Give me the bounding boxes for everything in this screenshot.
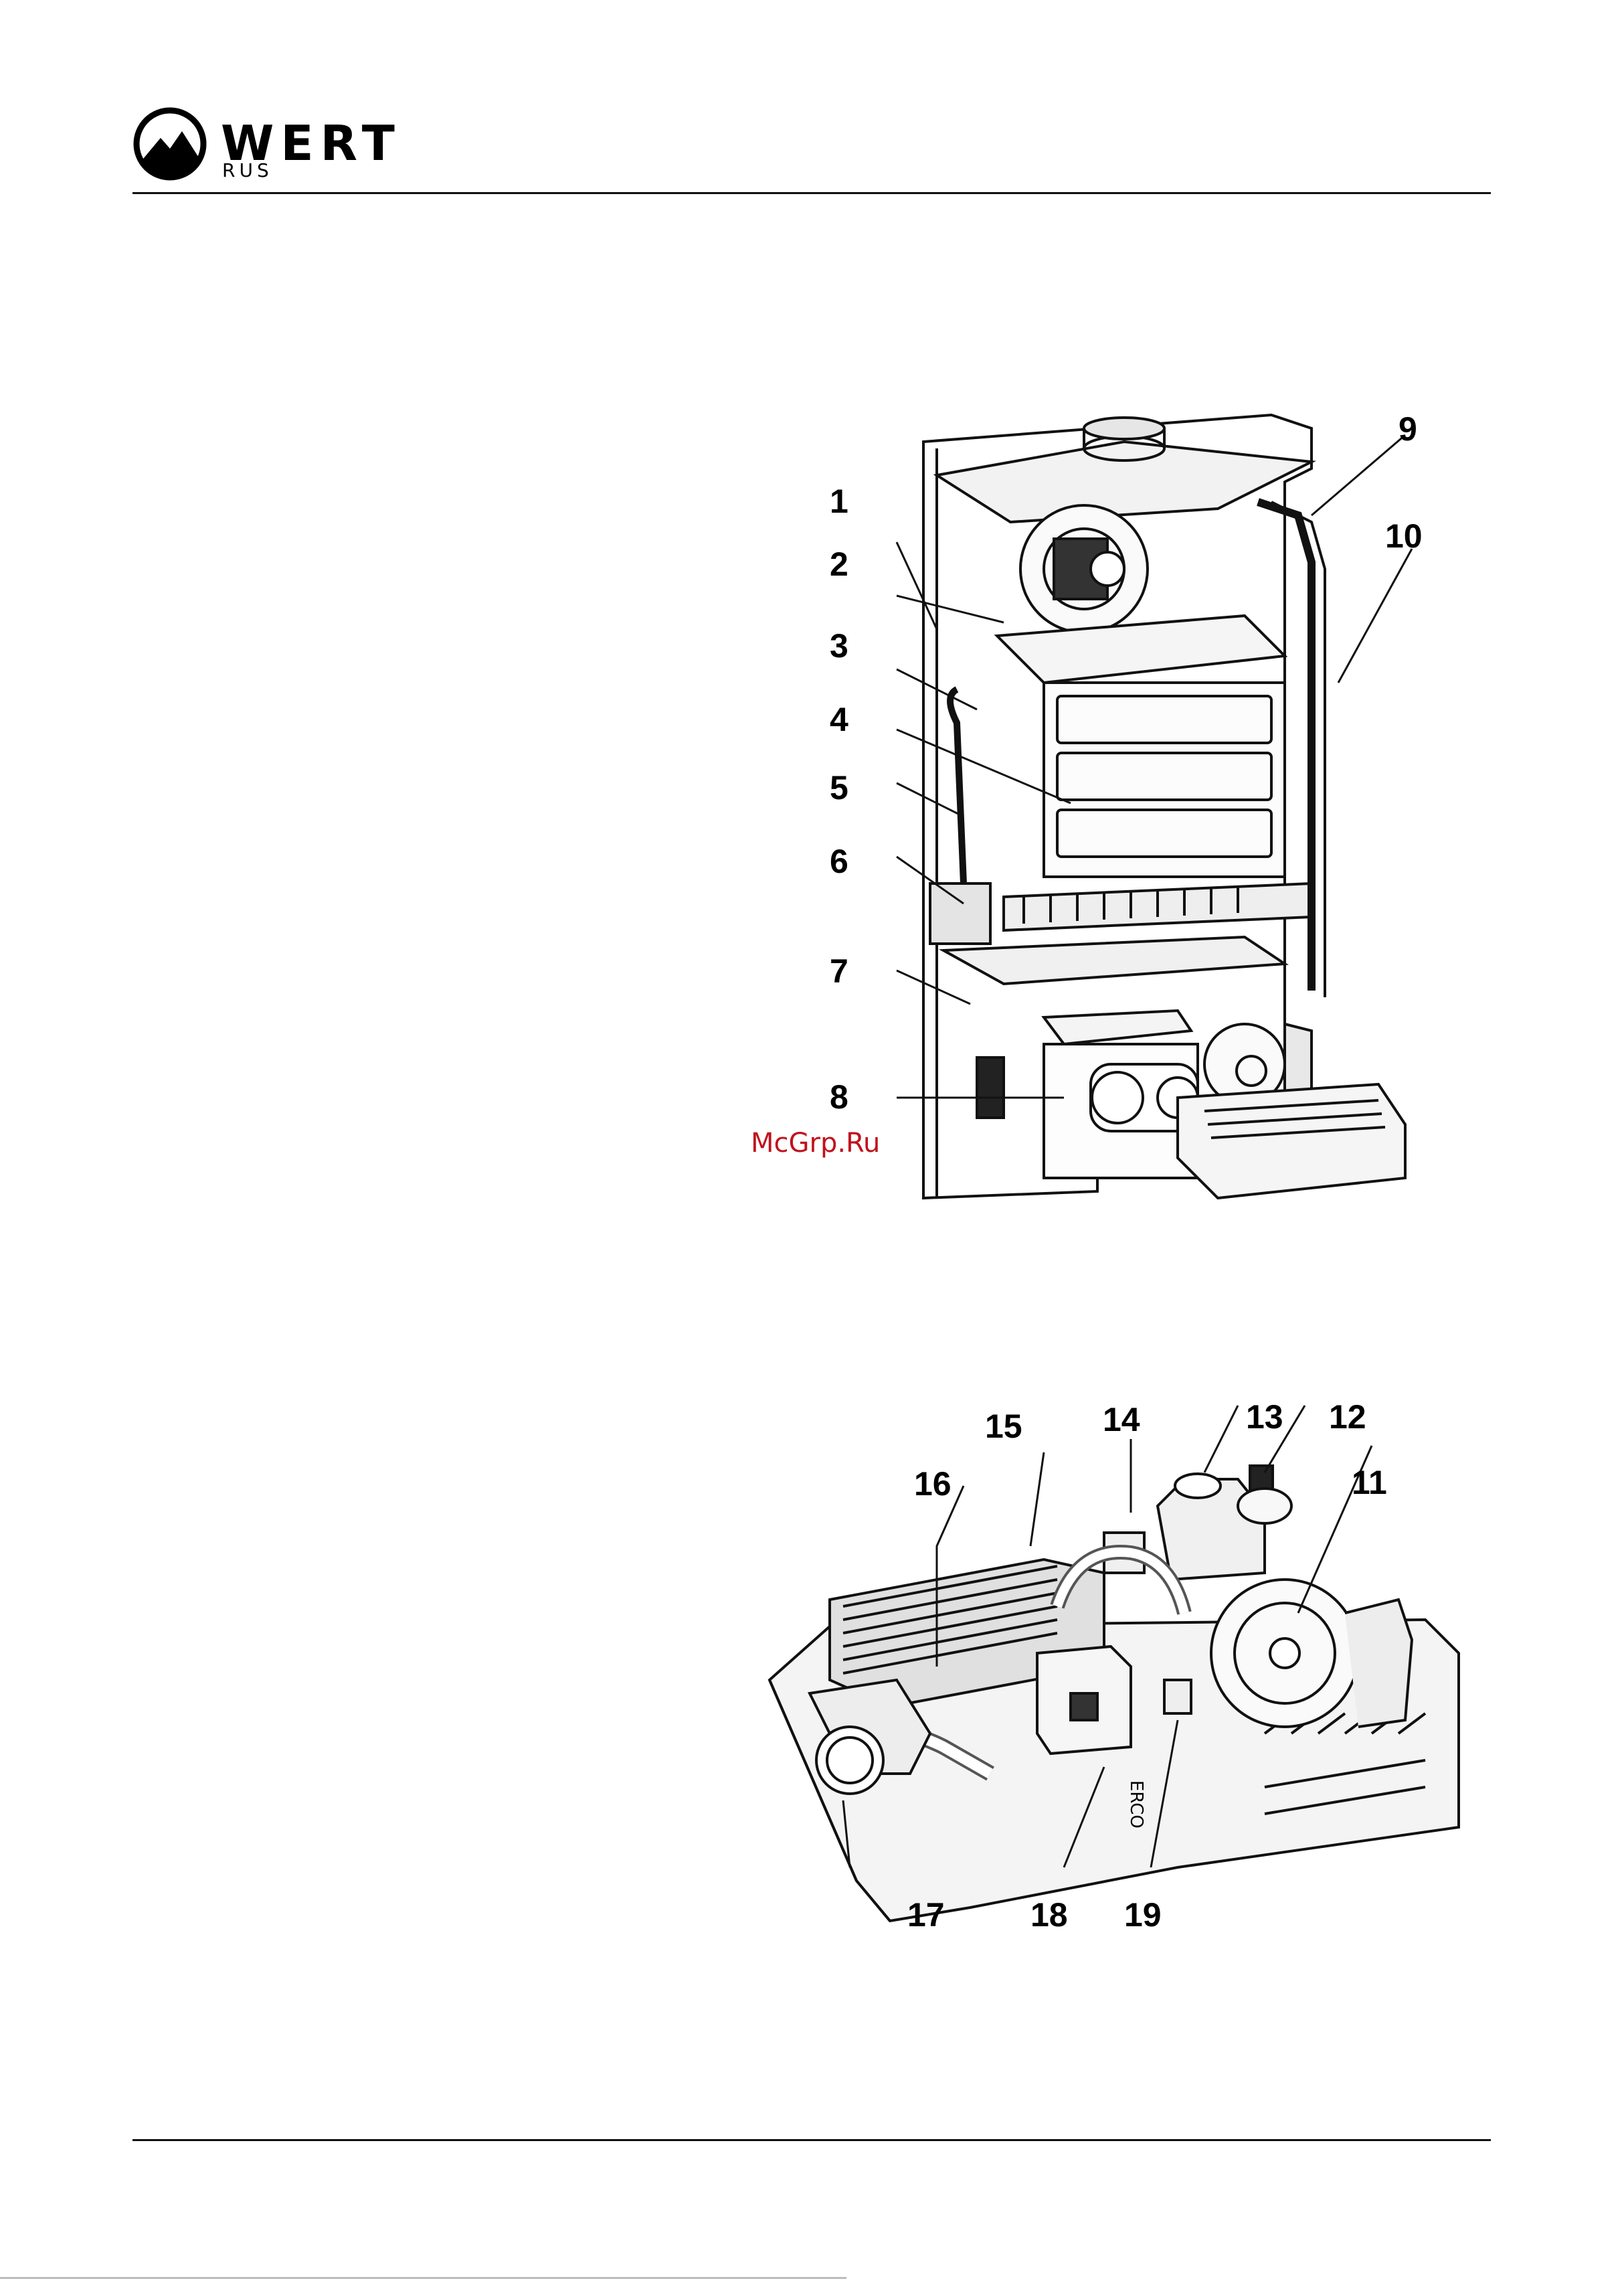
- header-rule: [132, 192, 1491, 194]
- callout-13: 13: [1246, 1400, 1283, 1434]
- callout-6: 6: [830, 845, 848, 878]
- callout-4: 4: [830, 703, 848, 736]
- brand-logo: WERT RUS: [131, 107, 412, 187]
- callout-2: 2: [830, 547, 848, 581]
- callout-19: 19: [1124, 1898, 1162, 1932]
- callout-9: 9: [1399, 412, 1417, 446]
- callout-10: 10: [1385, 519, 1423, 553]
- footer-rule: [132, 2139, 1491, 2141]
- callout-17: 17: [907, 1898, 945, 1932]
- callout-8: 8: [830, 1080, 848, 1114]
- callout-11: 11: [1352, 1466, 1387, 1499]
- erco-label: ERCO: [1126, 1780, 1146, 1829]
- callout-18: 18: [1030, 1898, 1068, 1932]
- callout-5: 5: [830, 771, 848, 805]
- brand-sub: RUS: [222, 159, 273, 181]
- callout-3: 3: [830, 629, 848, 663]
- callout-7: 7: [830, 954, 848, 988]
- mountain-logo-icon: [131, 107, 214, 181]
- watermark: McGrp.Ru: [751, 1128, 880, 1159]
- footer-strip: [0, 2277, 846, 2279]
- callout-16: 16: [914, 1467, 952, 1501]
- callout-15: 15: [985, 1410, 1022, 1443]
- callout-1: 1: [830, 485, 848, 518]
- callout-14: 14: [1103, 1403, 1140, 1436]
- callout-12: 12: [1329, 1400, 1366, 1434]
